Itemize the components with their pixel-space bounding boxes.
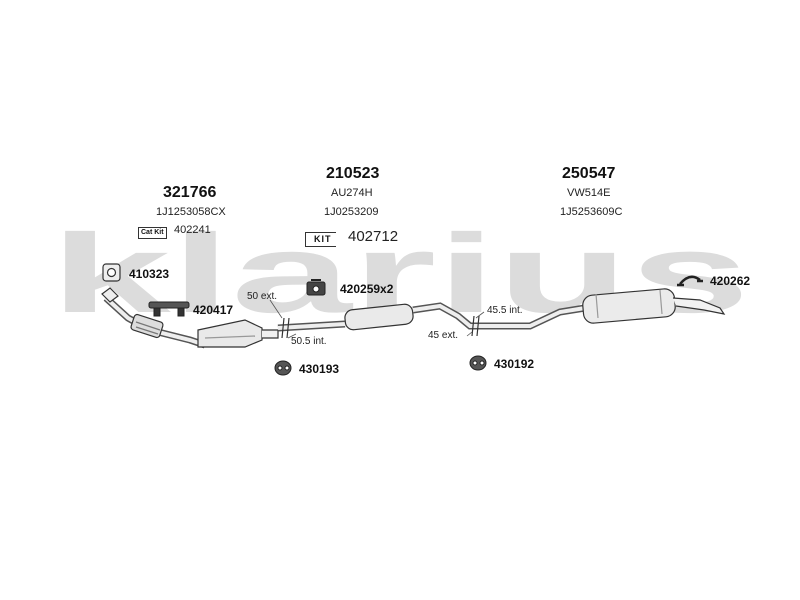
- rear-oe-number: 1J5253609C: [560, 206, 623, 218]
- measurement-leaders: [269, 299, 485, 339]
- middle-oe-number: 1J0253209: [324, 206, 379, 218]
- hanger-part-number: 420262: [710, 274, 751, 288]
- middle-pipe: [277, 302, 480, 339]
- catalytic-converter: [197, 319, 279, 348]
- front-kit-number: 402241: [174, 224, 211, 236]
- front-rubber-ring-icon: [274, 360, 292, 376]
- hanger-icon: [677, 275, 703, 287]
- front-oe-number: 1J1253058CX: [156, 206, 226, 218]
- measurement-45-5-int: 45.5 int.: [487, 305, 523, 316]
- mount-part-number: 420259x2: [340, 282, 394, 296]
- rear-part-number: 250547: [562, 165, 616, 182]
- rear-ring-part-number: 430192: [494, 357, 535, 371]
- rear-ref: VW514E: [567, 187, 611, 199]
- middle-part-number: 210523: [326, 165, 380, 182]
- front-part-number: 321766: [163, 184, 217, 201]
- measurement-45-ext: 45 ext.: [428, 330, 459, 341]
- kit-badge: KIT: [305, 232, 336, 247]
- cat-kit-badge: Cat Kit: [138, 227, 167, 239]
- measurement-50-ext: 50 ext.: [247, 291, 278, 302]
- gasket-icon: [102, 263, 121, 282]
- clamp-icon: [148, 301, 190, 317]
- middle-kit-number: 402712: [348, 228, 399, 245]
- front-ring-part-number: 430193: [299, 362, 340, 376]
- rubber-mount-icon: [306, 279, 326, 296]
- rear-silencer: [480, 288, 726, 330]
- rear-rubber-ring-icon: [469, 355, 487, 371]
- front-downpipe: [101, 287, 207, 349]
- middle-ref: AU274H: [331, 187, 373, 199]
- gasket-part-number: 410323: [129, 267, 170, 281]
- clamp-part-number: 420417: [193, 303, 234, 317]
- measurement-50-5-int: 50.5 int.: [291, 336, 327, 347]
